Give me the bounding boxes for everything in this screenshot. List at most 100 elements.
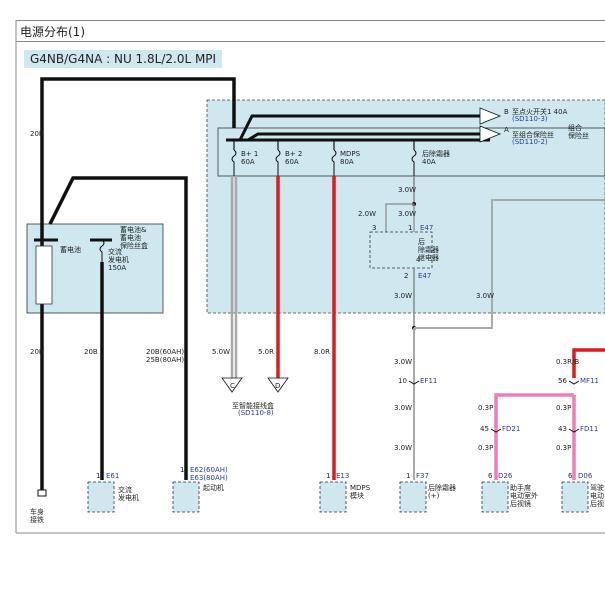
mirror-d-pin: 6 [568,472,573,480]
wl-3w-f: 3.0W [394,404,412,412]
mirror-p-pin: 6 [488,472,493,480]
mf11-name: MF11 [580,377,599,385]
fd21-pin: 45 [480,425,489,433]
fuse4-name: 后除霜器 [422,149,450,158]
fuse2-rating: 60A [285,158,299,166]
ef11-name: EF11 [420,377,437,385]
output-b-arrow [479,107,502,125]
fuse-symbol-4 [411,149,417,176]
relay-label: 后除霜器继电器 [418,237,439,262]
defog-branch [385,203,414,232]
junction-c-arrow [221,377,243,393]
page-title: 电源分布(1) [20,25,85,39]
alt-conn: E61 [106,472,119,480]
fuse4-rating: 40A [422,158,436,166]
defog-pin: 1 [406,472,410,480]
mf11-chevron [568,380,580,385]
wl-5w: 5.0W [212,348,230,356]
wl-03p-b: 0.3P [478,444,493,452]
wl-20b-2: 20B [84,348,98,356]
relay-conn-top: E47 [420,224,433,232]
battery-box-title: 蓄电池&蓄电池保险丝盒 [120,225,148,250]
model-tag: G4NB/G4NA : NU 1.8L/2.0L MPI [24,50,223,68]
junction-ref: (SD110-8) [238,409,274,417]
fuse-symbol-1 [231,149,237,176]
wl-3w-a: 3.0W [398,186,416,194]
starter-conn: E62(60AH)E63(80AH) [190,466,228,482]
wl-3w-g: 3.0W [394,444,412,452]
alt-pin: 1 [96,472,100,480]
fuse2-name: B+ 2 [285,150,302,158]
wl-20b60: 20B(60AH) [146,348,184,356]
component-alt [87,481,115,513]
ground-label: 车身接铁 [30,507,44,524]
red-wire-mf11 [572,348,605,378]
junction-label: 至智能接线盒 [232,401,274,410]
wl-3w-d: 3.0W [476,292,494,300]
defog-conn: F37 [416,472,429,480]
wl-03p-d: 0.3P [556,444,571,452]
output-a-arrow [479,125,502,143]
fuse-symbol-3 [331,149,337,176]
component-mirror-d [561,481,589,513]
junction-d-letter: D [275,382,280,390]
defog-relay [369,231,433,269]
defog-return [414,199,605,329]
relay-pin1: 1 [408,224,412,232]
defog-label: 后除霜器(+) [428,483,456,500]
fuse-group-label: 组合保险丝 [568,123,589,140]
out-b-dest: 至点火开关1 40A [512,107,568,116]
wl-3w-e: 3.0W [394,358,412,366]
output-b-wire [238,114,480,141]
fuse-group-box [217,127,605,177]
component-mirror-p [481,481,509,513]
relay-pin3: 3 [372,224,376,232]
ef11-pin: 10 [398,377,407,385]
out-b-letter: B [504,108,509,116]
mf11-pin: 56 [558,377,567,385]
alt-fuse-symbol [99,239,105,262]
relay-conn-bottom: E47 [418,272,431,280]
alt-label: 交流发电机 [118,485,139,502]
component-defog [399,481,427,513]
ef11-chevron [408,380,420,385]
wl-03rb: 0.3R/B [556,358,579,366]
starter-label: 起动机 [203,483,224,492]
pink-wire-mirror-p [494,393,574,480]
mirror-p-label: 助手席电动室外后视镜 [510,483,538,508]
fd11-pin: 43 [558,425,567,433]
wl-03p-a: 0.3P [478,404,493,412]
relay-pin2: 2 [404,272,408,280]
ground-symbol [37,489,47,497]
wl-20b-top: 20B [30,130,44,138]
battery-symbol [35,245,53,305]
out-b-ref: (SD110-3) [512,115,548,123]
starter-feed-wire [48,176,188,480]
wl-8r: 8.0R [314,348,330,356]
fuse3-name: MDPS [340,150,361,158]
mdps-conn: E13 [336,472,349,480]
mirror-d-label: 驾驶电动后视 [590,483,604,508]
component-mdps [319,481,347,513]
wl-5r: 5.0R [258,348,274,356]
output-a-wire [247,132,480,142]
component-starter [172,481,200,513]
relay-pin4: 4 [416,256,421,264]
wl-20b-l: 20B [30,348,44,356]
wl-2w: 2.0W [358,210,376,218]
fd11-chevron [568,428,580,433]
mirror-d-conn: D06 [578,472,593,480]
fd21-chevron [490,428,502,433]
out-a-ref: (SD110-2) [512,138,548,146]
fuse-symbol-2 [275,149,281,176]
wl-25b80: 25B(80AH) [146,356,184,364]
fd11-name: FD11 [580,425,598,433]
starter-pin: 1 [180,466,184,474]
main-feed-wire [40,77,236,236]
out-a-letter: A [504,126,509,134]
junction-c-letter: C [230,382,235,390]
wl-3w-c: 3.0W [394,292,412,300]
